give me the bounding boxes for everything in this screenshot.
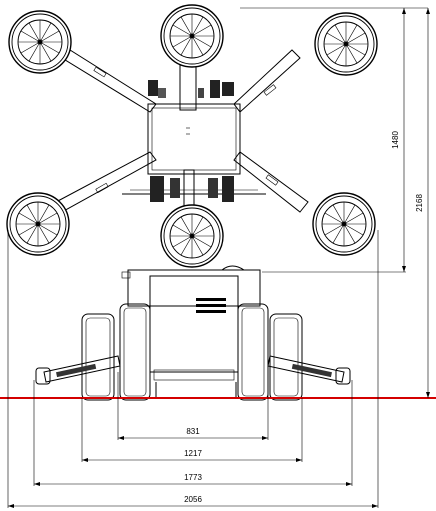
pad-bottom-center — [160, 204, 224, 268]
dim-label-1217: 1217 — [184, 449, 202, 458]
wheels — [81, 303, 303, 401]
lifter-head — [6, 4, 378, 268]
vertical-dimensions: 1480 2168 — [240, 7, 430, 398]
horizontal-dimensions: 831 1217 1773 2056 — [7, 230, 379, 508]
pad-top-center — [160, 4, 224, 68]
dim-label-2056: 2056 — [184, 495, 202, 504]
dim-label-1480: 1480 — [391, 131, 400, 149]
pad-top-right — [314, 12, 378, 76]
central-box — [147, 103, 241, 175]
dim-label-831: 831 — [186, 427, 200, 436]
dim-label-1773: 1773 — [184, 473, 202, 482]
suction-pads — [6, 4, 378, 268]
pad-bottom-left — [6, 192, 70, 256]
dim-label-2168: 2168 — [415, 194, 424, 212]
vent-grille — [196, 298, 226, 313]
arm-slots — [93, 66, 279, 194]
engine-housing — [149, 275, 239, 373]
base-vehicle — [35, 265, 351, 401]
frame-arms — [55, 49, 309, 221]
pad-bottom-right — [312, 192, 376, 256]
control-valves — [148, 80, 234, 202]
outriggers — [35, 355, 351, 385]
machine-body — [127, 269, 261, 307]
pad-top-left — [8, 10, 72, 74]
